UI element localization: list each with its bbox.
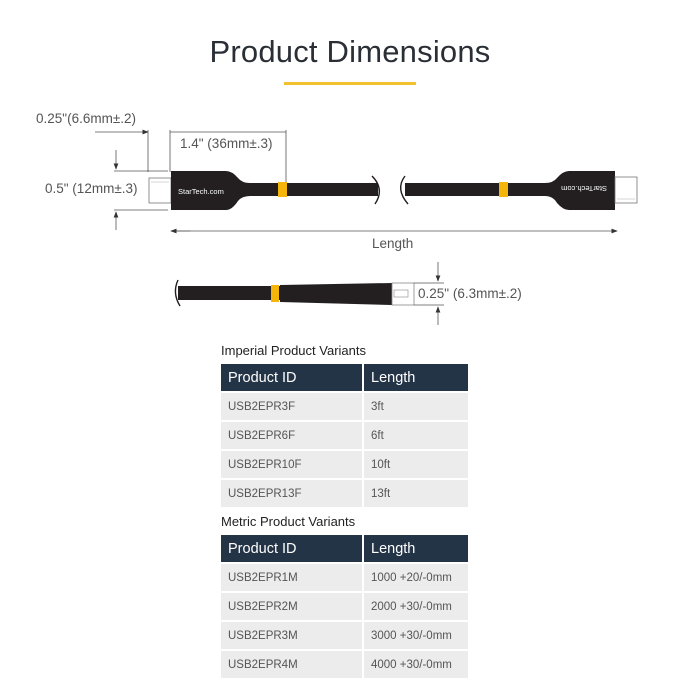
table-header-row: Product ID Length bbox=[221, 535, 468, 562]
length-cell: 6ft bbox=[364, 422, 468, 449]
table-row: USB2EPR4M 4000 +30/-0mm bbox=[221, 651, 468, 678]
product-id-cell: USB2EPR3M bbox=[221, 622, 362, 649]
table-row: USB2EPR6F 6ft bbox=[221, 422, 468, 449]
imperial-variants-table: Product ID Length USB2EPR3F 3ft USB2EPR6… bbox=[219, 362, 470, 509]
usb-c-tip-right bbox=[614, 176, 638, 204]
tip-width-label: 0.25"(6.6mm±.2) bbox=[36, 111, 136, 126]
connector-height-label: 0.5" (12mm±.3) bbox=[45, 181, 138, 196]
length-cell: 3ft bbox=[364, 393, 468, 420]
imperial-caption: Imperial Product Variants bbox=[221, 343, 366, 358]
page-title: Product Dimensions bbox=[209, 34, 491, 69]
product-id-cell: USB2EPR2M bbox=[221, 593, 362, 620]
table-row: USB2EPR3M 3000 +30/-0mm bbox=[221, 622, 468, 649]
cable-length-label: Length bbox=[372, 236, 414, 251]
product-id-cell: USB2EPR10F bbox=[221, 451, 362, 478]
header-product-id: Product ID bbox=[221, 364, 362, 391]
imperial-variants-section: Imperial Product Variants Product ID Len… bbox=[221, 343, 468, 509]
title-underline bbox=[284, 82, 416, 85]
metric-variants-table: Product ID Length USB2EPR1M 1000 +20/-0m… bbox=[219, 533, 470, 680]
table-row: USB2EPR13F 13ft bbox=[221, 480, 468, 507]
product-id-cell: USB2EPR6F bbox=[221, 422, 362, 449]
svg-text:StarTech.com: StarTech.com bbox=[561, 184, 607, 193]
length-cell: 2000 +30/-0mm bbox=[364, 593, 468, 620]
metric-variants-section: Metric Product Variants Product ID Lengt… bbox=[221, 514, 468, 680]
header-product-id: Product ID bbox=[221, 535, 362, 562]
table-row: USB2EPR3F 3ft bbox=[221, 393, 468, 420]
length-cell: 13ft bbox=[364, 480, 468, 507]
product-id-cell: USB2EPR13F bbox=[221, 480, 362, 507]
header-length: Length bbox=[364, 535, 468, 562]
header-length: Length bbox=[364, 364, 468, 391]
length-cell: 4000 +30/-0mm bbox=[364, 651, 468, 678]
svg-text:StarTech.com: StarTech.com bbox=[178, 187, 224, 196]
length-cell: 1000 +20/-0mm bbox=[364, 564, 468, 591]
length-cell: 3000 +30/-0mm bbox=[364, 622, 468, 649]
metric-caption: Metric Product Variants bbox=[221, 514, 356, 529]
product-id-cell: USB2EPR4M bbox=[221, 651, 362, 678]
table-header-row: Product ID Length bbox=[221, 364, 468, 391]
product-id-cell: USB2EPR3F bbox=[221, 393, 362, 420]
table-row: USB2EPR2M 2000 +30/-0mm bbox=[221, 593, 468, 620]
cable-dimension-diagram: StarTech.com StarTech.com bbox=[95, 129, 638, 325]
table-row: USB2EPR1M 1000 +20/-0mm bbox=[221, 564, 468, 591]
table-row: USB2EPR10F 10ft bbox=[221, 451, 468, 478]
length-cell: 10ft bbox=[364, 451, 468, 478]
tip-height-label: 0.25" (6.3mm±.2) bbox=[418, 286, 522, 301]
body-length-label: 1.4" (36mm±.3) bbox=[180, 136, 273, 151]
product-id-cell: USB2EPR1M bbox=[221, 564, 362, 591]
